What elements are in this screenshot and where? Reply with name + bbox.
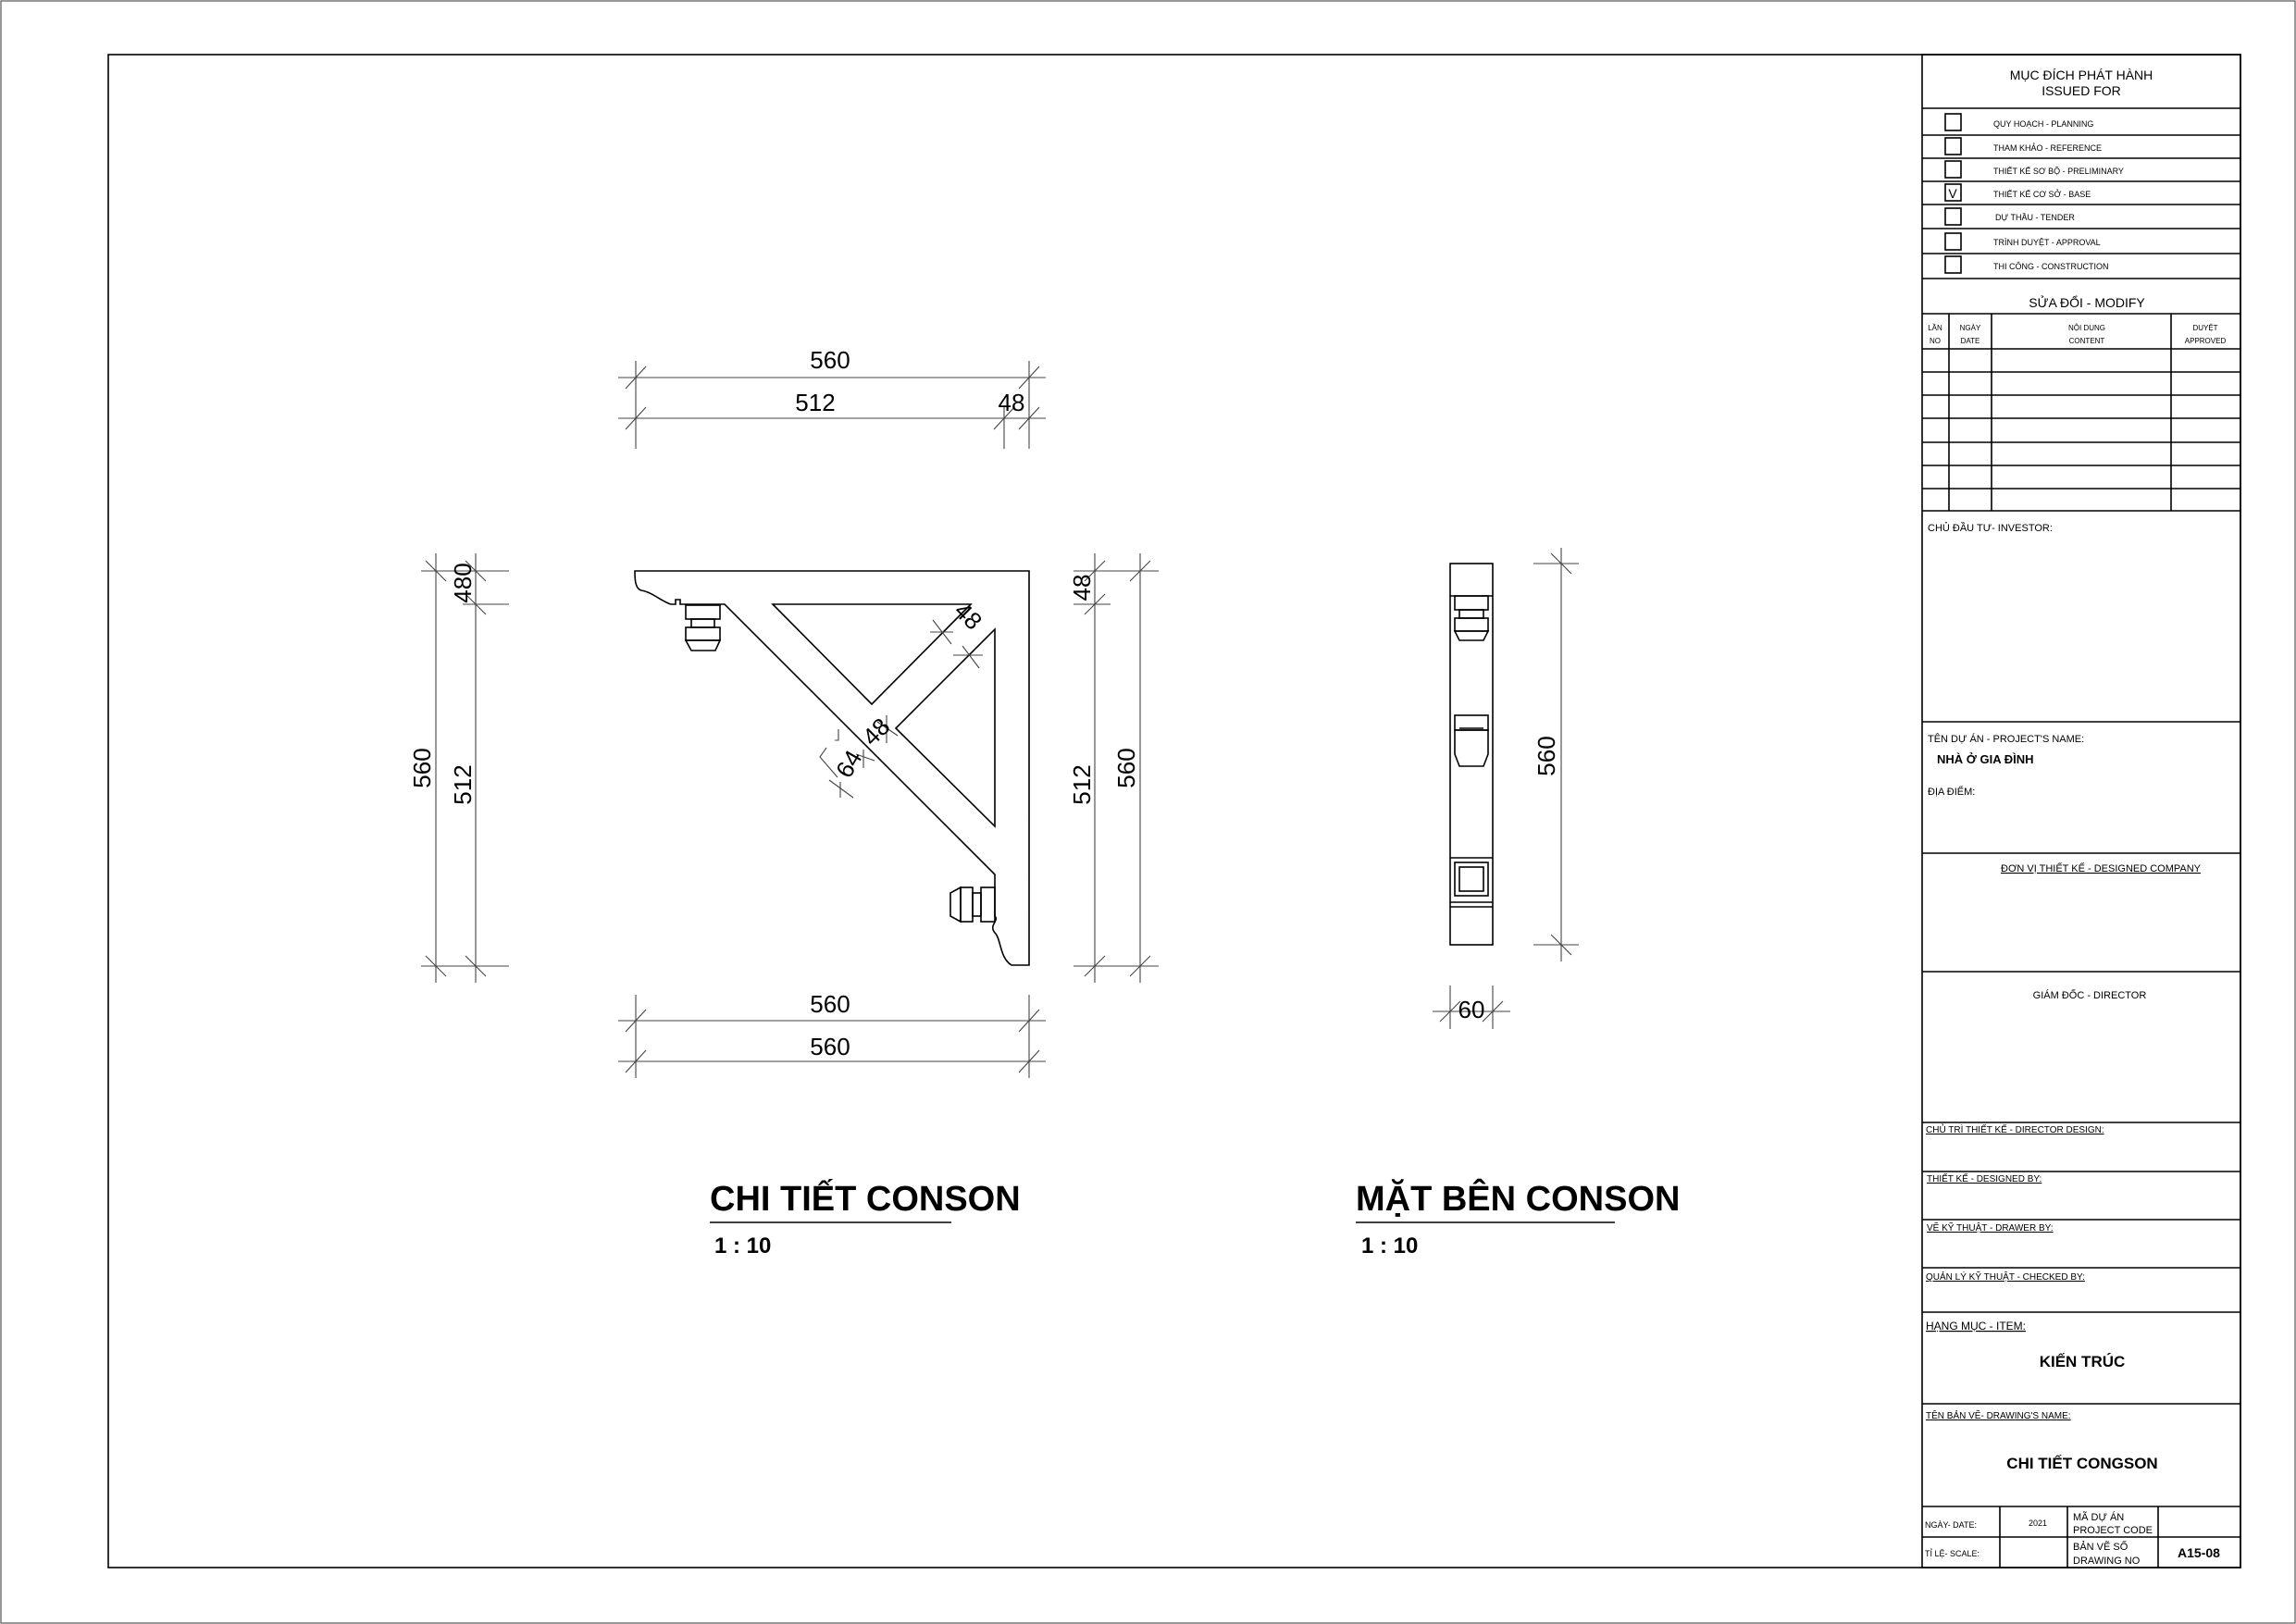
- dim-inner-upper: 48: [949, 597, 988, 636]
- check-mark-icon: V: [1948, 186, 1957, 201]
- drawing-frame: [107, 54, 2241, 1568]
- bracket-detail-view: 48 48 64 560 512 48 560 512 480: [408, 346, 1159, 1258]
- location-label: ĐỊA ĐIỂM:: [1928, 786, 1975, 798]
- upper-triangle-opening: [771, 603, 973, 706]
- bracket-outline: [634, 570, 1030, 966]
- side-view-title: MẶT BÊN CONSON: [1356, 1178, 1680, 1219]
- date-value: 2021: [2029, 1519, 2047, 1528]
- inner-dimension-marks: [819, 619, 983, 799]
- issue-option-label: TRÌNH DUYỆT - APPROVAL: [1993, 238, 2101, 247]
- modify-header-date-en: DATE: [1961, 337, 1980, 345]
- modify-header-content-vi: NỘI DUNG: [2068, 324, 2105, 332]
- dim-inner-offset: 64: [830, 745, 867, 782]
- modify-title: SỬA ĐỔI - MODIFY: [2029, 294, 2145, 310]
- issued-for-title-vi: MỤC ĐÍCH PHÁT HÀNH: [2010, 68, 2153, 82]
- dim-side-width: 60: [1458, 996, 1485, 1023]
- left-dimension-lines: [421, 553, 509, 983]
- project-code-label-2: PROJECT CODE: [2073, 1525, 2153, 1536]
- designed-company-label: ĐƠN VỊ THIẾT KẾ - DESIGNED COMPANY: [2001, 862, 2202, 874]
- checkbox[interactable]: [1944, 113, 1962, 131]
- checkbox[interactable]: [1944, 255, 1962, 274]
- dim-top-end: 48: [999, 389, 1025, 416]
- dim-right-main: 512: [1068, 764, 1096, 804]
- item-label: HẠNG MỤC - ITEM:: [1926, 1320, 2026, 1333]
- dim-left-overall: 560: [408, 748, 436, 787]
- investor-label: CHỦ ĐẦU TƯ- INVESTOR:: [1928, 522, 2053, 534]
- side-view-scale: 1 : 10: [1361, 1233, 1418, 1258]
- side-outline: [1449, 563, 1494, 946]
- date-label: NGÀY- DATE:: [1925, 1520, 1977, 1530]
- dim-right-overall: 560: [1112, 748, 1140, 787]
- lower-triangle-opening: [894, 627, 996, 828]
- dim-top-overall: 560: [810, 346, 850, 374]
- drawing-number: A15-08: [2178, 1545, 2220, 1560]
- dim-inner-mid: 48: [857, 713, 896, 751]
- drawing-no-label-1: BẢN VẼ SỐ: [2073, 1540, 2128, 1553]
- issue-option-construction[interactable]: THI CÔNG - CONSTRUCTION: [1944, 255, 2109, 274]
- checkbox[interactable]: [1944, 137, 1962, 155]
- issue-option-approval[interactable]: TRÌNH DUYỆT - APPROVAL: [1944, 232, 2101, 251]
- dim-right-top: 48: [1068, 575, 1096, 601]
- title-block: MỤC ĐÍCH PHÁT HÀNH ISSUED FOR QUY HOẠCH …: [1921, 54, 2241, 1568]
- project-name: NHÀ Ở GIA ĐÌNH: [1937, 752, 2034, 766]
- designed-by-label: THIẾT KẾ - DESIGNED BY:: [1927, 1172, 2042, 1184]
- modify-header-date-vi: NGÀY: [1960, 324, 1981, 332]
- modify-header-approved-en: APPROVED: [2185, 337, 2227, 345]
- issue-option-label: DỰ THẦU - TENDER: [1995, 213, 2075, 222]
- director-label: GIÁM ĐỐC - DIRECTOR: [2033, 988, 2147, 1001]
- dim-left-top: 480: [449, 563, 477, 602]
- issue-option-label: THI CÔNG - CONSTRUCTION: [1993, 262, 2109, 271]
- project-code-label-1: MÃ DỰ ÁN: [2073, 1511, 2124, 1523]
- modify-header-content-en: CONTENT: [2069, 337, 2105, 345]
- checkbox[interactable]: [1944, 232, 1962, 251]
- director-design-label: CHỦ TRÌ THIẾT KẾ - DIRECTOR DESIGN:: [1926, 1123, 2104, 1135]
- issue-option-base[interactable]: V THIẾT KẾ CƠ SỞ - BASE: [1944, 183, 2091, 202]
- issue-option-planning[interactable]: QUY HOẠCH - PLANNING: [1944, 113, 2093, 131]
- bottom-hardware: [949, 886, 996, 924]
- detail-view-title: CHI TIẾT CONSON: [710, 1178, 1021, 1219]
- modify-header-no-vi: LẦN: [1928, 323, 1942, 332]
- issue-option-label: THAM KHẢO - REFERENCE: [1993, 143, 2102, 153]
- dim-bottom-1: 560: [810, 990, 850, 1018]
- checked-by-label: QUẢN LÝ KỸ THUẬT - CHECKED BY:: [1926, 1271, 2085, 1283]
- issue-option-label: THIẾT KẾ CƠ SỞ - BASE: [1993, 189, 2091, 199]
- dim-left-main: 512: [449, 764, 477, 804]
- drawing-no-label-2: DRAWING NO: [2073, 1556, 2141, 1567]
- scale-label: TỈ LỆ- SCALE:: [1925, 1548, 1980, 1558]
- issue-option-tender[interactable]: DỰ THẦU - TENDER: [1944, 207, 2075, 226]
- bracket-side-view: 560 60 MẶT BÊN CONSON 1 : 10: [1356, 548, 1680, 1258]
- checkbox-checked[interactable]: [1944, 183, 1962, 202]
- issue-option-label: QUY HOẠCH - PLANNING: [1993, 119, 2093, 129]
- checkbox[interactable]: [1944, 207, 1962, 226]
- drawer-by-label: VẼ KỸ THUẬT - DRAWER BY:: [1927, 1221, 2054, 1233]
- project-name-label: TÊN DỰ ÁN - PROJECT'S NAME:: [1928, 733, 2084, 745]
- side-dimension-lines: [1433, 548, 1579, 1029]
- top-hardware: [684, 604, 722, 651]
- modify-header-approved-vi: DUYỆT: [2192, 324, 2217, 332]
- drawing-name-label: TÊN BẢN VẼ- DRAWING'S NAME:: [1926, 1409, 2071, 1421]
- issue-option-label: THIẾT KẾ SƠ BỘ - PRELIMINARY: [1993, 167, 2124, 176]
- issue-option-reference[interactable]: THAM KHẢO - REFERENCE: [1944, 137, 2102, 155]
- right-dimension-lines: [1074, 553, 1159, 983]
- dim-top-main: 512: [795, 389, 835, 416]
- item-value: KIẾN TRÚC: [2040, 1353, 2126, 1370]
- top-dimension-lines: [618, 361, 1046, 449]
- issue-option-preliminary[interactable]: THIẾT KẾ SƠ BỘ - PRELIMINARY: [1944, 160, 2124, 179]
- detail-view-scale: 1 : 10: [714, 1233, 771, 1258]
- modify-header-no-en: NO: [1930, 337, 1941, 345]
- drawing-name: CHI TIẾT CONGSON: [2006, 1455, 2157, 1472]
- dim-side-height: 560: [1533, 736, 1560, 775]
- dim-bottom-2: 560: [810, 1033, 850, 1060]
- bottom-dimension-lines: [618, 995, 1046, 1078]
- issued-for-title-en: ISSUED FOR: [2042, 83, 2121, 98]
- checkbox[interactable]: [1944, 160, 1962, 179]
